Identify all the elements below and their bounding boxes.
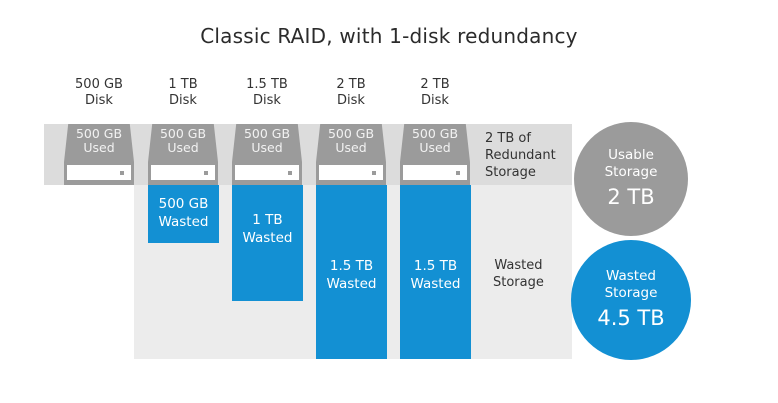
disk-kind-label: Disk (421, 93, 449, 108)
disk-used-segment (316, 124, 386, 162)
wasted-label-line-1: Wasted (494, 258, 543, 273)
disk-slot-window (235, 165, 299, 180)
wasted-bar: 1.5 TB Wasted (400, 185, 471, 359)
disk-slot-window (403, 165, 467, 180)
disk-slot (232, 162, 302, 185)
disk-kind-label: Disk (253, 93, 281, 108)
wasted-label-line-2: Storage (493, 275, 544, 290)
used-amount: 500 GB (159, 126, 207, 141)
redundant-line-1: 2 TB of (485, 131, 531, 146)
used-word: Used (167, 140, 199, 155)
wasted-bar: 1.5 TB Wasted (316, 185, 387, 359)
wasted-word: Wasted (158, 214, 209, 230)
redundant-line-2: Redundant (485, 148, 556, 163)
wasted-circle-line-1: Wasted (606, 268, 656, 284)
wasted-amount: 1.5 TB (329, 258, 374, 274)
wasted-word: Wasted (326, 276, 377, 292)
disk-used-segment (232, 124, 302, 162)
disk-slot-window (67, 165, 131, 180)
redundant-line-3: Storage (485, 165, 536, 180)
disk-led-icon (288, 171, 292, 175)
wasted-amount: 1.5 TB (413, 258, 458, 274)
disk-kind-label: Disk (169, 93, 197, 108)
disk-led-icon (372, 171, 376, 175)
disk-used-segment (64, 124, 134, 162)
disk-kind-label: Disk (337, 93, 365, 108)
used-amount: 500 GB (75, 126, 123, 141)
disk-slot (400, 162, 470, 185)
disk-size-label: 2 TB (420, 77, 450, 92)
disk-slot-window (151, 165, 215, 180)
used-amount: 500 GB (327, 126, 375, 141)
disk-slot (316, 162, 386, 185)
wasted-storage-circle: Wasted Storage 4.5 TB (571, 240, 691, 360)
wasted-amount: 500 GB (158, 196, 209, 212)
usable-circle-value: 2 TB (607, 185, 655, 209)
wasted-bar: 500 GB Wasted (148, 185, 219, 243)
usable-storage-circle: Usable Storage 2 TB (574, 122, 688, 236)
disk-size-label: 2 TB (336, 77, 366, 92)
disk-size-label: 500 GB (75, 77, 123, 92)
disk-slot-window (319, 165, 383, 180)
diagram-title: Classic RAID, with 1-disk redundancy (200, 24, 578, 48)
used-word: Used (335, 140, 367, 155)
disk-led-icon (120, 171, 124, 175)
wasted-circle-line-2: Storage (604, 285, 658, 301)
wasted-circle-value: 4.5 TB (597, 306, 665, 330)
disk-led-icon (204, 171, 208, 175)
disk-slot (64, 162, 134, 185)
disk-used-segment (400, 124, 470, 162)
used-word: Used (251, 140, 283, 155)
wasted-bar: 1 TB Wasted (232, 185, 303, 301)
disk-size-label: 1.5 TB (246, 77, 288, 92)
usable-circle-line-2: Storage (604, 164, 658, 180)
wasted-word: Wasted (242, 230, 293, 246)
used-word: Used (419, 140, 451, 155)
wasted-amount: 1 TB (252, 212, 283, 228)
disk-kind-label: Disk (85, 93, 113, 108)
wasted-word: Wasted (410, 276, 461, 292)
redundant-storage-label: 2 TB of Redundant Storage (485, 130, 556, 181)
disk-led-icon (456, 171, 460, 175)
used-amount: 500 GB (411, 126, 459, 141)
used-word: Used (83, 140, 115, 155)
disk-used-segment (148, 124, 218, 162)
disk-size-label: 1 TB (168, 77, 198, 92)
wasted-storage-label: Wasted Storage (493, 257, 544, 291)
disk-slot (148, 162, 218, 185)
used-amount: 500 GB (243, 126, 291, 141)
usable-circle-line-1: Usable (608, 147, 654, 163)
